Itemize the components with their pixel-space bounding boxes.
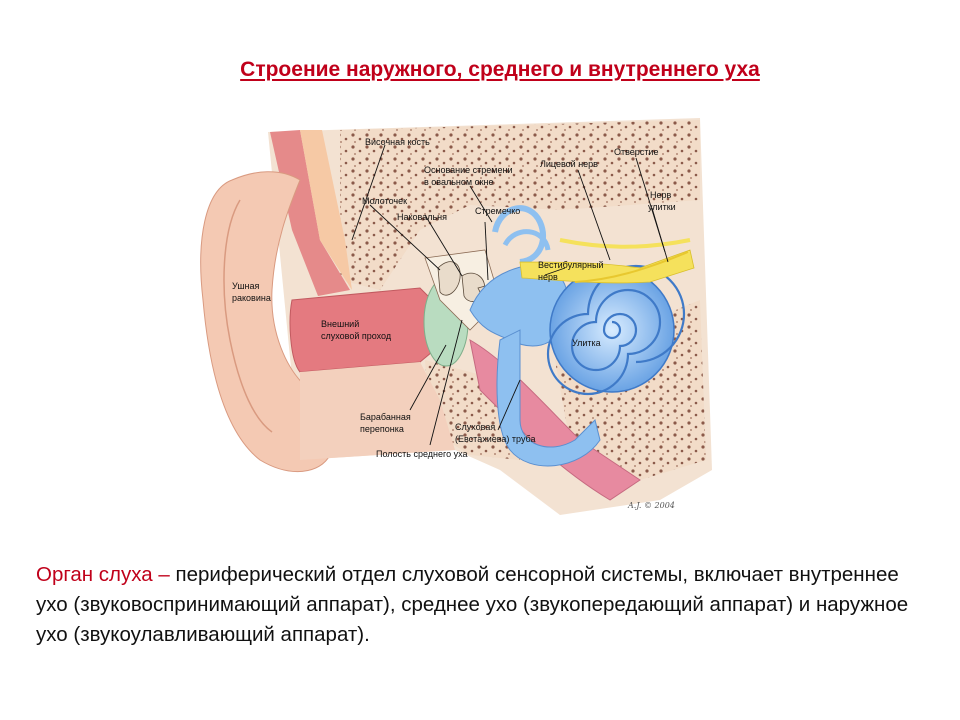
label-auricle-line2: раковина bbox=[232, 293, 271, 303]
label-cochlear-nerve-line2: улитки bbox=[648, 202, 676, 212]
label-opening: Отверстие bbox=[614, 147, 658, 157]
label-temporal-bone: Височная кость bbox=[365, 137, 430, 147]
description-rest: периферический отдел слуховой сенсорной … bbox=[36, 563, 909, 646]
label-eardrum-line2: перепонка bbox=[360, 424, 404, 434]
label-canal-line2: слуховой проход bbox=[321, 331, 392, 341]
description-term: Орган слуха – bbox=[36, 563, 170, 586]
label-stapes: Стремечко bbox=[475, 206, 520, 216]
label-auricle-line1: Ушная bbox=[232, 281, 260, 291]
label-vestibular-nerve-line1: Вестибулярный bbox=[538, 260, 604, 270]
label-facial-nerve: Лицевой нерв bbox=[540, 159, 598, 169]
vestibule bbox=[469, 205, 601, 467]
label-tube-line2: (Евстахиева) труба bbox=[455, 434, 536, 444]
skin-layers bbox=[270, 130, 352, 296]
label-canal-line1: Внешний bbox=[321, 319, 359, 329]
label-stapes-base-line1: Основание стремени bbox=[424, 165, 513, 175]
label-middle-ear-cavity: Полость среднего уха bbox=[376, 449, 467, 459]
label-incus: Наковальня bbox=[397, 212, 447, 222]
description-text: Орган слуха – периферический отдел слухо… bbox=[36, 560, 926, 650]
nerves bbox=[519, 238, 695, 284]
leader-lines bbox=[351, 144, 669, 446]
label-cochlea: Улитка bbox=[572, 338, 601, 348]
diagram-labels: Височная кость Основание стремени в овал… bbox=[232, 137, 676, 510]
artist-signature: A.J. © 2004 bbox=[627, 501, 675, 510]
external-auditory-canal bbox=[289, 287, 455, 460]
label-cochlear-nerve-line1: Нерв bbox=[650, 190, 672, 200]
label-eardrum-line1: Барабанная bbox=[360, 412, 411, 422]
label-vestibular-nerve-line2: нерв bbox=[538, 272, 558, 282]
label-stapes-base-line2: в овальном окне bbox=[424, 177, 494, 187]
label-malleus: Молоточек bbox=[362, 196, 407, 206]
slide-title: Строение наружного, среднего и внутренне… bbox=[240, 58, 760, 81]
label-tube-line1: Слуховая bbox=[455, 422, 495, 432]
